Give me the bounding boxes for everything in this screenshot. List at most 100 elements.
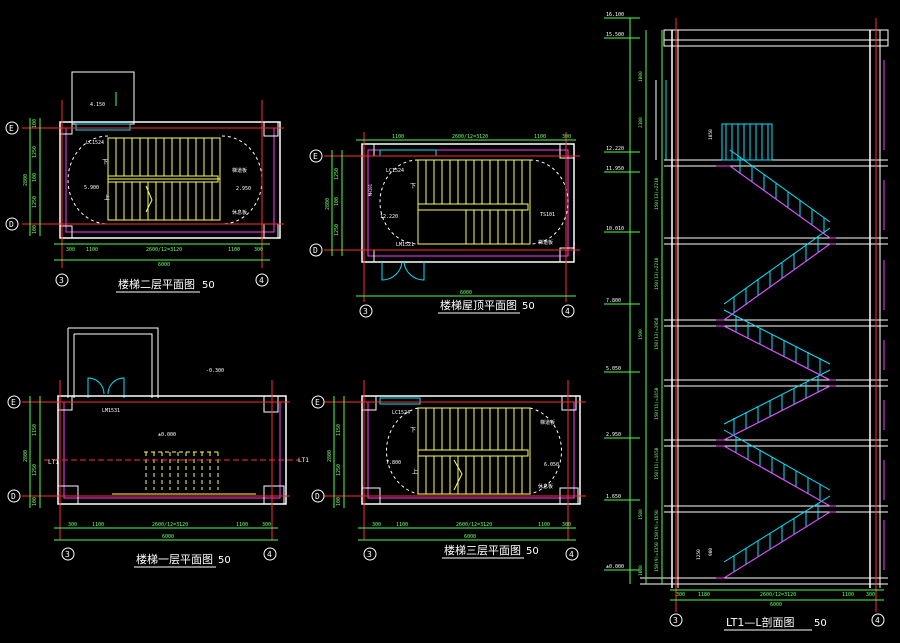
column xyxy=(361,395,377,411)
arrow-label: 上 xyxy=(412,468,418,476)
dim-text: 300 xyxy=(262,522,271,528)
grid-label: D xyxy=(315,492,320,501)
dim-text: 300 xyxy=(254,247,263,253)
grid-label: 4 xyxy=(569,550,574,559)
tag-label: LM1531 xyxy=(102,408,120,414)
plan-scale: 50 xyxy=(522,301,535,312)
vdim-text: 100 xyxy=(334,197,340,206)
plan-scale: 50 xyxy=(526,546,539,557)
column xyxy=(59,225,73,239)
dim-text: 1100 xyxy=(228,247,240,253)
segment-label: 1000 xyxy=(638,71,644,82)
dim-total: 6000 xyxy=(158,262,170,268)
dim-text: 1100 xyxy=(92,522,104,528)
vdim-total: 2800 xyxy=(325,198,331,210)
segment-label: 1500 xyxy=(638,329,644,340)
dim-text: 1100 xyxy=(842,592,854,598)
dim-text: 2600/12=3120 xyxy=(152,522,188,528)
dashed-arc-right xyxy=(529,159,569,245)
tag-label: LC1524 xyxy=(386,168,404,174)
column xyxy=(57,485,79,505)
stair-treads-dashed xyxy=(144,451,220,490)
grid-label: E xyxy=(313,152,318,161)
dim-text: 2600/12=3120 xyxy=(452,134,488,140)
dim-text: 2600/12=3120 xyxy=(456,522,492,528)
segment-label: 150(11)=1650 xyxy=(654,447,660,480)
segment-label: 150(9)=1650 xyxy=(654,510,660,540)
level-label: ±0.000 xyxy=(158,432,176,438)
segment-label: 150(9)=1350 xyxy=(654,542,660,572)
grid-bubble-4 xyxy=(561,304,575,318)
grid-label: D xyxy=(313,246,318,255)
vdim-text: 1250 xyxy=(336,464,342,476)
vdim-text: 1150 xyxy=(32,424,38,436)
dim-text: 300 xyxy=(562,522,571,528)
grid-label: 3 xyxy=(59,276,64,285)
plan-second-floor: 300 1100 2600/12=3120 1100 300 6000 100 … xyxy=(5,71,284,293)
column xyxy=(559,247,575,263)
section-mark: LT1 xyxy=(48,459,59,466)
dim-text: 1100 xyxy=(392,134,404,140)
door-left xyxy=(87,377,105,398)
column xyxy=(263,121,279,137)
handrail-label: 1050 xyxy=(708,129,714,140)
dim-total: 6000 xyxy=(770,602,782,608)
grid-bubble-3 xyxy=(669,613,683,627)
floor-slabs xyxy=(640,159,888,585)
stair-treads xyxy=(417,407,531,495)
roof-parapet xyxy=(663,29,889,47)
vdim-total: 2800 xyxy=(327,450,333,462)
grid-bubble-4 xyxy=(263,547,277,561)
vdim-text: 1250 xyxy=(32,146,38,158)
arrow-label: 下 xyxy=(410,183,416,190)
dim-text: 1180 xyxy=(698,592,710,598)
tag-label: LM1521 xyxy=(396,242,414,248)
tag-label: LC1524 xyxy=(392,410,410,416)
dim-text: 2600/12=3120 xyxy=(146,247,182,253)
segment-label: 150(11)=1650 xyxy=(654,387,660,420)
grid-bubble-D xyxy=(311,489,325,503)
grid-bubble-3 xyxy=(55,273,69,287)
plan-title: 楼梯一层平面图 xyxy=(136,552,213,566)
dashed-arc-left xyxy=(379,159,419,245)
level-label: 1.650 xyxy=(606,494,621,500)
grid-label: 4 xyxy=(259,276,264,285)
section-scale: 50 xyxy=(814,618,827,629)
window-lc1524 xyxy=(75,123,131,131)
grid-label: 3 xyxy=(363,307,368,316)
dim-text: 300 xyxy=(68,522,77,528)
vdim-text: 1250 xyxy=(32,464,38,476)
note-label: 900 xyxy=(708,548,714,556)
column xyxy=(263,395,279,413)
vdim-text: 1250 xyxy=(334,168,340,180)
grid-label: 3 xyxy=(673,616,678,625)
wall-outline xyxy=(361,395,581,505)
plan-first-floor: 300 1100 2600/12=3120 1100 300 6000 1150… xyxy=(7,327,309,568)
dim-text: 300 xyxy=(66,247,75,253)
grid-bubble-D xyxy=(309,243,323,257)
level-label: -0.300 xyxy=(206,368,224,374)
level-label: 16.100 xyxy=(606,12,624,18)
grid-bubble-4 xyxy=(565,547,579,561)
column xyxy=(263,485,285,505)
grid-bubble-3 xyxy=(61,547,75,561)
arrow-label: 下 xyxy=(410,427,416,434)
level-label: ±0.000 xyxy=(606,564,624,570)
column xyxy=(561,395,577,411)
vdim-text: 1250 xyxy=(334,224,340,236)
note-label: 梯道板 xyxy=(232,167,247,174)
dim-text: 1100 xyxy=(534,134,546,140)
level-label: 12.220 xyxy=(380,214,398,220)
level-label: 11.950 xyxy=(606,166,624,172)
level-label: 4.150 xyxy=(90,102,105,108)
grid-label: 4 xyxy=(267,550,272,559)
note-label: 休息板 xyxy=(538,483,553,490)
grid-label: 3 xyxy=(367,550,372,559)
vdim-text: 100 xyxy=(32,497,38,506)
tag-label: MH101 xyxy=(368,183,373,196)
note-label: 休息板 xyxy=(232,209,247,216)
dim-text: 1100 xyxy=(538,522,550,528)
wall-inner-hatch xyxy=(367,149,569,257)
plan-title: 楼梯二层平面图 xyxy=(118,277,195,291)
